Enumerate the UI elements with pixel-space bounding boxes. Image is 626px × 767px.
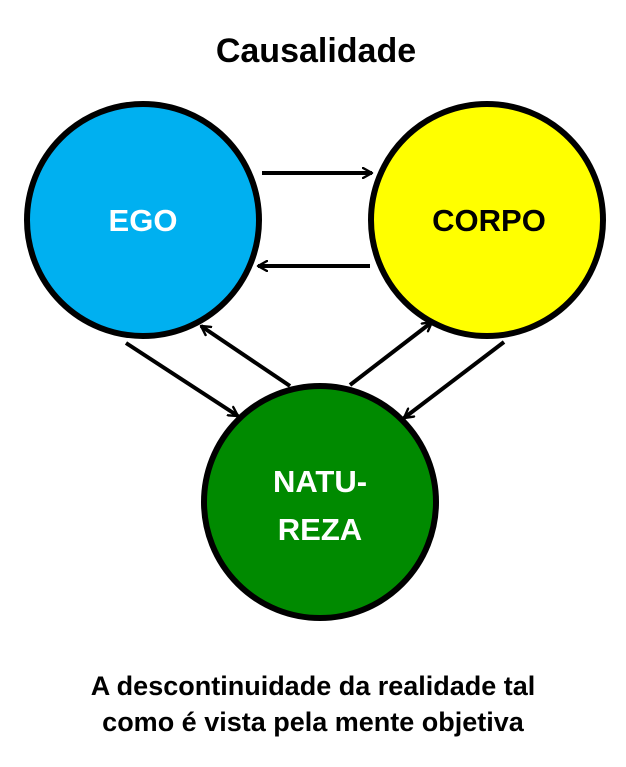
node-ego: EGO <box>24 101 262 339</box>
node-natureza-label-line2: REZA <box>278 512 362 547</box>
diagram-title: Causalidade <box>216 32 416 70</box>
caption-line1: A descontinuidade da realidade tal <box>91 671 536 701</box>
arrow-ego-to-natureza <box>124 341 238 418</box>
arrow-natureza-to-corpo <box>348 320 434 387</box>
caption-line2: como é vista pela mente objetiva <box>102 707 525 737</box>
node-corpo: CORPO <box>368 101 606 339</box>
node-corpo-label: CORPO <box>432 203 546 238</box>
node-ego-label: EGO <box>109 203 178 238</box>
node-natureza-label-line1: NATU- <box>273 464 367 499</box>
arrow-corpo-to-natureza <box>402 340 506 420</box>
arrow-natureza-to-ego <box>201 324 292 388</box>
node-natureza: NATU- REZA <box>201 383 439 621</box>
